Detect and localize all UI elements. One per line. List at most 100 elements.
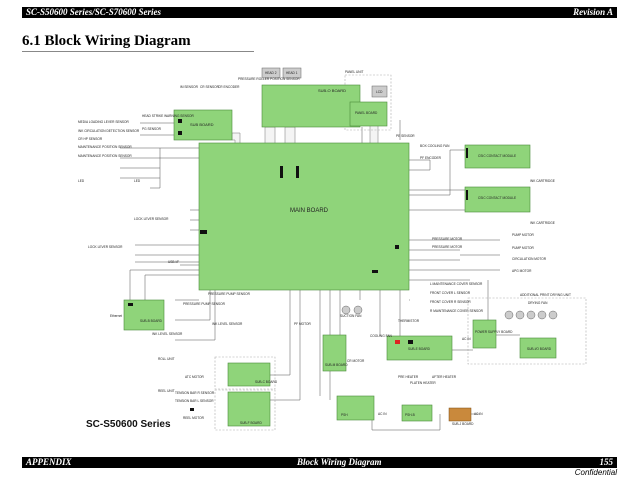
svg-text:SUB-J BOARD: SUB-J BOARD [452, 422, 474, 426]
connectors [128, 119, 468, 411]
svg-text:ATC MOTOR: ATC MOTOR [185, 375, 205, 379]
svg-text:MAINTENANCE POSITION SENSOR: MAINTENANCE POSITION SENSOR [78, 154, 132, 158]
svg-text:PUMP MOTOR: PUMP MOTOR [512, 233, 535, 237]
svg-text:AFTER HEATER: AFTER HEATER [432, 375, 457, 379]
head-2: HEAD 2 [261, 67, 281, 79]
svg-text:PUMP MOTOR: PUMP MOTOR [512, 246, 535, 250]
svg-text:LED: LED [134, 179, 141, 183]
svg-text:INK CIRCULATION DETECTION SENS: INK CIRCULATION DETECTION SENSOR [78, 129, 140, 133]
svg-text:PRESSURE MOTOR: PRESSURE MOTOR [432, 237, 463, 241]
svg-text:CR ENCODER: CR ENCODER [218, 85, 240, 89]
power-supply-board: POWER SUPPLY BOARD [472, 319, 513, 349]
svg-text:APG MOTOR: APG MOTOR [512, 269, 532, 273]
svg-text:CR MOTOR: CR MOTOR [347, 359, 365, 363]
svg-text:CR HP SENSOR: CR HP SENSOR [78, 137, 103, 141]
svg-text:POWER SUPPLY BOARD: POWER SUPPLY BOARD [475, 330, 513, 334]
svg-text:HEAD 2: HEAD 2 [265, 71, 277, 75]
svg-text:PRESSURE PUMP SENSOR: PRESSURE PUMP SENSOR [208, 292, 251, 296]
header-series: SC-S50600 Series/SC-S70600 Series [26, 7, 162, 17]
svg-text:PRESSURE ROLLER POSITION SENSO: PRESSURE ROLLER POSITION SENSOR [238, 77, 300, 81]
svg-text:DRYING FAN: DRYING FAN [528, 301, 548, 305]
svg-text:USB I/F: USB I/F [168, 260, 179, 264]
svg-text:PF ENCODER: PF ENCODER [420, 156, 442, 160]
svg-text:SUCTION FAN: SUCTION FAN [340, 314, 362, 318]
sub-c-board: SUB-C BOARD [227, 362, 278, 387]
svg-text:CSIC CONTACT MODULE: CSIC CONTACT MODULE [478, 154, 516, 158]
svg-text:ROLL UNIT: ROLL UNIT [158, 357, 175, 361]
svg-text:PRESSURE MOTOR: PRESSURE MOTOR [432, 245, 463, 249]
svg-text:L MAINTENANCE COVER SENSOR: L MAINTENANCE COVER SENSOR [430, 282, 483, 286]
svg-text:PF MOTOR: PF MOTOR [294, 322, 311, 326]
additional-dryer-frame [467, 297, 587, 365]
svg-text:PSH: PSH [341, 413, 348, 417]
reel-unit-frame [214, 389, 276, 431]
svg-text:PE SENSOR: PE SENSOR [396, 134, 415, 138]
svg-text:FRONT COVER R SENSOR: FRONT COVER R SENSOR [430, 300, 471, 304]
svg-text:SUB BOARD: SUB BOARD [190, 122, 214, 127]
svg-text:LCD: LCD [376, 90, 383, 94]
svg-text:SUB-O BOARD: SUB-O BOARD [318, 88, 346, 93]
svg-text:SUB-E BOARD: SUB-E BOARD [408, 347, 431, 351]
svg-text:CSIC CONTACT MODULE: CSIC CONTACT MODULE [478, 196, 516, 200]
svg-text:TENSION BAR L SENSOR: TENSION BAR L SENSOR [175, 399, 214, 403]
csic-contact-module-lower: CSIC CONTACT MODULE [464, 186, 531, 213]
sub-m-board: SUB-M BOARD [322, 334, 348, 372]
svg-text:INK LEVEL SENSOR: INK LEVEL SENSOR [212, 322, 243, 326]
sub-j-board: SUB-J BOARD [448, 407, 474, 426]
svg-text:AC IN: AC IN [474, 412, 483, 416]
confidential-label: Confidential [574, 468, 617, 477]
drying-fan-icons [341, 305, 558, 320]
main-board: MAIN BOARD [198, 142, 410, 291]
svg-text:Ethernet: Ethernet [110, 314, 122, 318]
title-divider [22, 51, 254, 52]
svg-text:TENSION BAR R SENSOR: TENSION BAR R SENSOR [175, 391, 215, 395]
sub-board: SUB BOARD [173, 109, 233, 141]
footer-section: APPENDIX [26, 457, 72, 467]
svg-text:CR SENSOR: CR SENSOR [200, 85, 220, 89]
svg-text:SUB-F BOARD: SUB-F BOARD [240, 421, 262, 425]
sub-f-board: SUB-F BOARD [227, 391, 271, 427]
svg-text:SUB-I/O BOARD: SUB-I/O BOARD [527, 347, 552, 351]
svg-text:REEL MOTOR: REEL MOTOR [183, 416, 205, 420]
psh-board: PSH [336, 395, 375, 421]
svg-text:AC IN: AC IN [378, 412, 387, 416]
svg-text:SUB-C BOARD: SUB-C BOARD [255, 380, 278, 384]
series-label: SC-S50600 Series [86, 419, 171, 430]
page-number: 155 [599, 457, 614, 467]
svg-text:PANEL BOARD: PANEL BOARD [355, 111, 378, 115]
head-1: HEAD 1 [282, 67, 302, 79]
sub-o-board: SUB-O BOARD [261, 84, 361, 128]
svg-text:ADDITIONAL PRINT DRYING UNIT: ADDITIONAL PRINT DRYING UNIT [520, 293, 571, 297]
svg-text:PSH-B: PSH-B [405, 413, 415, 417]
psh-b-board: PSH-B [401, 404, 433, 422]
section-title: 6.1 Block Wiring Diagram [22, 33, 191, 49]
component-labels: IM SENSOR CR SENSOR CR ENCODER PRESSURE … [78, 77, 571, 420]
footer-title: Block Wiring Diagram [297, 457, 382, 467]
header-bar: SC-S50600 Series/SC-S70600 Series Revisi… [22, 7, 617, 18]
svg-text:SUB-B BOARD: SUB-B BOARD [140, 319, 163, 323]
footer-bar: APPENDIX Block Wiring Diagram 155 [22, 457, 617, 468]
svg-text:HEAD STRIKE WARNING SENSOR: HEAD STRIKE WARNING SENSOR [142, 114, 194, 118]
svg-text:IM SENSOR: IM SENSOR [180, 85, 199, 89]
svg-text:COOLING FAN: COOLING FAN [370, 334, 392, 338]
svg-text:PRE HEATER: PRE HEATER [398, 375, 419, 379]
panel-unit-frame [344, 74, 392, 131]
svg-text:R MAINTENANCE COVER SENSOR: R MAINTENANCE COVER SENSOR [430, 309, 484, 313]
sub-io-board: SUB-I/O BOARD [519, 337, 557, 359]
svg-text:MAINTENANCE POSITION SENSOR: MAINTENANCE POSITION SENSOR [78, 145, 132, 149]
panel-board: PANEL BOARD [349, 101, 388, 127]
svg-text:PLATEN HEATER: PLATEN HEATER [410, 381, 436, 385]
svg-text:HEAD 1: HEAD 1 [286, 71, 298, 75]
lcd: LCD [371, 85, 388, 98]
csic-contact-module-upper: CSIC CONTACT MODULE [464, 144, 531, 169]
svg-text:FRONT COVER L SENSOR: FRONT COVER L SENSOR [430, 291, 471, 295]
roll-unit-frame [214, 356, 276, 390]
svg-text:MAIN BOARD: MAIN BOARD [290, 208, 329, 214]
svg-text:SUB-M BOARD: SUB-M BOARD [325, 363, 348, 367]
header-revision: Revision A [573, 7, 613, 17]
svg-text:INK LEVEL SENSOR: INK LEVEL SENSOR [152, 332, 183, 336]
svg-text:BOX COOLING FAN: BOX COOLING FAN [420, 144, 450, 148]
svg-text:INK CARTRIDGE: INK CARTRIDGE [530, 179, 555, 183]
svg-text:INK CARTRIDGE: INK CARTRIDGE [530, 221, 555, 225]
